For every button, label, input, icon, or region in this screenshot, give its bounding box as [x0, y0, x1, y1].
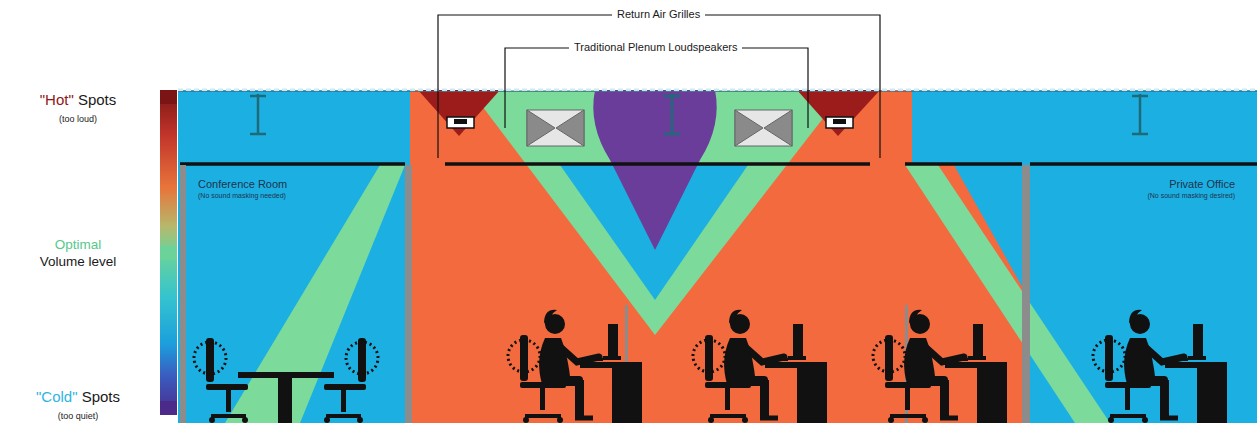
legend-row: "Hot" Spots: [0, 91, 156, 109]
room-region: Conference Room(No sound masking needed): [186, 166, 405, 423]
legend-note-row: (too loud): [0, 108, 156, 126]
legend-swatch: [160, 401, 177, 415]
callout-label: Return Air Grilles: [612, 8, 705, 21]
legend-swatch: [160, 246, 177, 260]
room-note: (No sound masking needed): [198, 191, 397, 200]
legend-note: (too loud): [59, 114, 97, 124]
room-region: Private Office(No sound masking desired): [1030, 166, 1257, 423]
legend-text: "Hot" Spots: [40, 91, 117, 108]
legend-swatch: [160, 90, 177, 104]
room-name: Conference Room: [198, 178, 397, 191]
room-name: Private Office: [1038, 178, 1235, 191]
legend-note-row: (too quiet): [0, 405, 156, 423]
legend-text: "Cold" Spots: [36, 388, 120, 405]
legend-note: (too quiet): [58, 411, 99, 421]
callout-label: Traditional Plenum Loudspeakers: [569, 41, 742, 54]
legend-row: Optimal Volume level: [0, 236, 156, 270]
legend-text: Optimal Volume level: [0, 236, 156, 270]
legend-row: "Cold" Spots: [0, 388, 156, 406]
room-note: (No sound masking desired): [1038, 191, 1235, 200]
